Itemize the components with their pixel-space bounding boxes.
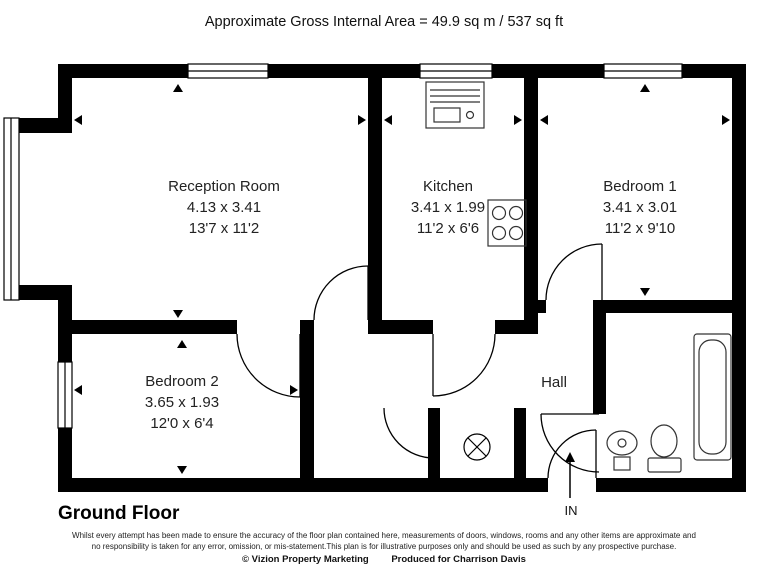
closet-stub-right xyxy=(514,408,526,478)
room-label-kitchen: Kitchen 3.41 x 1.99 11'2 x 6'6 xyxy=(411,176,485,239)
arrow-left-icon xyxy=(74,385,82,395)
wall-bottom-right xyxy=(596,478,746,492)
arrow-right-icon xyxy=(358,115,366,125)
bay-stub-bottom xyxy=(10,285,58,300)
room-label-hall: Hall xyxy=(541,374,567,391)
room-name: Kitchen xyxy=(422,178,474,195)
room-label-bedroom1: Bedroom 1 3.41 x 3.01 11'2 x 9'10 xyxy=(603,176,677,239)
kitchen-door-arc xyxy=(432,333,496,397)
wall-left-upper xyxy=(58,64,72,133)
fixtures xyxy=(425,81,732,473)
kitchen-sink-unit-icon xyxy=(425,81,485,129)
credit-line: © Vizion Property Marketing Produced for… xyxy=(0,554,768,565)
room-name: Reception Room xyxy=(168,178,280,195)
wall-bedroom1-bottom-right xyxy=(602,300,746,313)
arrow-right-icon xyxy=(514,115,522,125)
credit-producer: Produced for Charrison Davis xyxy=(391,554,526,565)
room-name: Bedroom 1 xyxy=(603,178,677,195)
arrow-left-icon xyxy=(384,115,392,125)
circled-cross-symbol-icon xyxy=(463,433,491,461)
wall-bedroom2-hall xyxy=(300,334,314,478)
dimension-arrows xyxy=(74,84,730,474)
room-label-reception: Reception Room 4.13 x 3.41 13'7 x 11'2 xyxy=(168,176,280,239)
wall-kitchen-bedroom1 xyxy=(524,78,538,334)
room-dim-imperial: 11'2 x 6'6 xyxy=(416,220,480,237)
page-title: Approximate Gross Internal Area = 49.9 s… xyxy=(204,14,564,30)
entrance-arrow-icon xyxy=(565,452,575,498)
toilet-icon xyxy=(647,424,682,473)
walls xyxy=(10,64,746,492)
reception-door-arc xyxy=(313,265,369,321)
room-dim-metric: 4.13 x 3.41 xyxy=(186,199,262,216)
bathtub-icon xyxy=(693,333,732,461)
wall-mid-band xyxy=(72,320,237,334)
basin-icon xyxy=(606,430,638,471)
room-name: Bedroom 2 xyxy=(145,373,219,390)
arrow-up-icon xyxy=(177,340,187,348)
wall-bedroom1-bottom-left xyxy=(538,300,546,313)
room-dim-metric: 3.41 x 3.01 xyxy=(602,199,678,216)
bathroom-door-arc xyxy=(540,413,600,473)
hob-icon xyxy=(487,199,527,247)
disclaimer-line1: Whilst every attempt has been made to en… xyxy=(72,531,696,540)
entrance-label: IN xyxy=(564,503,578,518)
bedroom2-door-arc xyxy=(236,333,301,398)
arrow-right-icon xyxy=(290,385,298,395)
floor-title: Ground Floor xyxy=(58,503,180,524)
bay-stub-top xyxy=(10,118,58,133)
closet-door-arc xyxy=(383,407,435,459)
windows xyxy=(3,63,683,429)
wall-bottom-left xyxy=(58,478,548,492)
bedroom1-door-arc xyxy=(545,243,603,301)
room-dim-imperial: 12'0 x 6'4 xyxy=(150,415,214,432)
wall-mid-pier xyxy=(300,320,314,334)
room-dim-imperial: 11'2 x 9'10 xyxy=(604,220,676,237)
credit-brand: © Vizion Property Marketing xyxy=(242,554,369,565)
room-dim-metric: 3.41 x 1.99 xyxy=(410,199,486,216)
doors xyxy=(236,243,603,479)
disclaimer-line2: no responsibility is taken for any error… xyxy=(91,542,677,551)
room-dim-metric: 3.65 x 1.93 xyxy=(144,394,220,411)
arrow-down-icon xyxy=(177,466,187,474)
room-label-bedroom2: Bedroom 2 3.65 x 1.93 12'0 x 6'4 xyxy=(145,371,219,434)
wall-reception-kitchen xyxy=(368,78,382,334)
room-dim-imperial: 13'7 x 11'2 xyxy=(188,220,260,237)
arrow-right-icon xyxy=(722,115,730,125)
arrow-left-icon xyxy=(540,115,548,125)
wall-hall-bathroom xyxy=(593,300,606,414)
entrance-door-arc xyxy=(547,429,597,479)
wall-kitchen-hall-right xyxy=(495,320,524,334)
arrow-left-icon xyxy=(74,115,82,125)
arrow-up-icon xyxy=(173,84,183,92)
arrow-up-icon xyxy=(640,84,650,92)
wall-right xyxy=(732,64,746,492)
closet-stub-left xyxy=(428,408,440,478)
arrow-down-icon xyxy=(640,288,650,296)
wall-kitchen-hall-left xyxy=(382,320,433,334)
arrow-down-icon xyxy=(173,310,183,318)
